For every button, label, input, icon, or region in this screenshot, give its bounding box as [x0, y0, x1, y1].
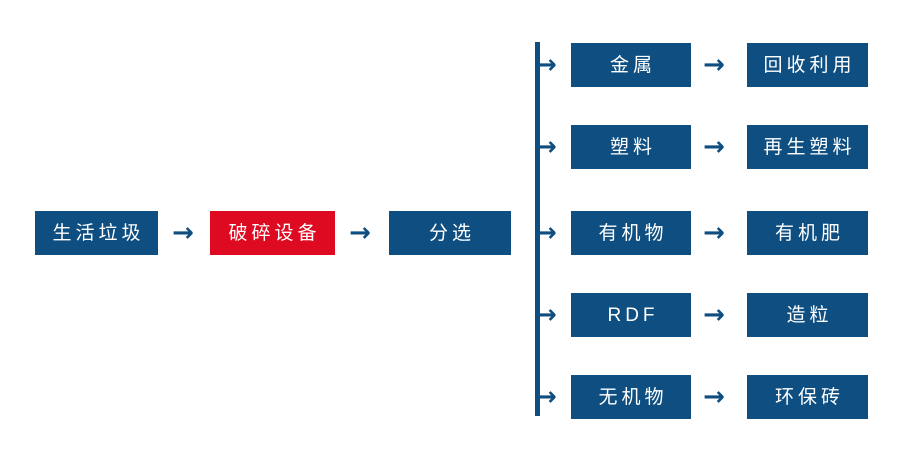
arrow-right-icon: → [703, 300, 725, 330]
branch-arrow-icon: → [535, 50, 557, 80]
node-product-organic-fertilizer[interactable]: 有机肥 [747, 211, 868, 255]
node-material-metal[interactable]: 金属 [571, 43, 691, 87]
branch-connector-line [535, 42, 540, 416]
node-material-inorganic[interactable]: 无机物 [571, 375, 691, 419]
node-product-recycling[interactable]: 回收利用 [747, 43, 868, 87]
branch-arrow-icon: → [535, 218, 557, 248]
branch-arrow-icon: → [535, 382, 557, 412]
node-material-rdf[interactable]: RDF [571, 293, 691, 337]
arrow-right-icon: → [703, 382, 725, 412]
node-product-pelletizing[interactable]: 造粒 [747, 293, 868, 337]
node-product-eco-brick[interactable]: 环保砖 [747, 375, 868, 419]
arrow-right-icon: → [172, 218, 194, 248]
arrow-right-icon: → [703, 132, 725, 162]
arrow-right-icon: → [703, 50, 725, 80]
arrow-right-icon: → [703, 218, 725, 248]
node-material-organic[interactable]: 有机物 [571, 211, 691, 255]
node-material-plastic[interactable]: 塑料 [571, 125, 691, 169]
branch-arrow-icon: → [535, 300, 557, 330]
node-household-waste[interactable]: 生活垃圾 [35, 211, 158, 255]
arrow-right-icon: → [349, 218, 371, 248]
node-product-recycled-plastic[interactable]: 再生塑料 [747, 125, 868, 169]
node-crushing-equipment[interactable]: 破碎设备 [210, 211, 335, 255]
node-sorting[interactable]: 分选 [389, 211, 511, 255]
branch-arrow-icon: → [535, 132, 557, 162]
